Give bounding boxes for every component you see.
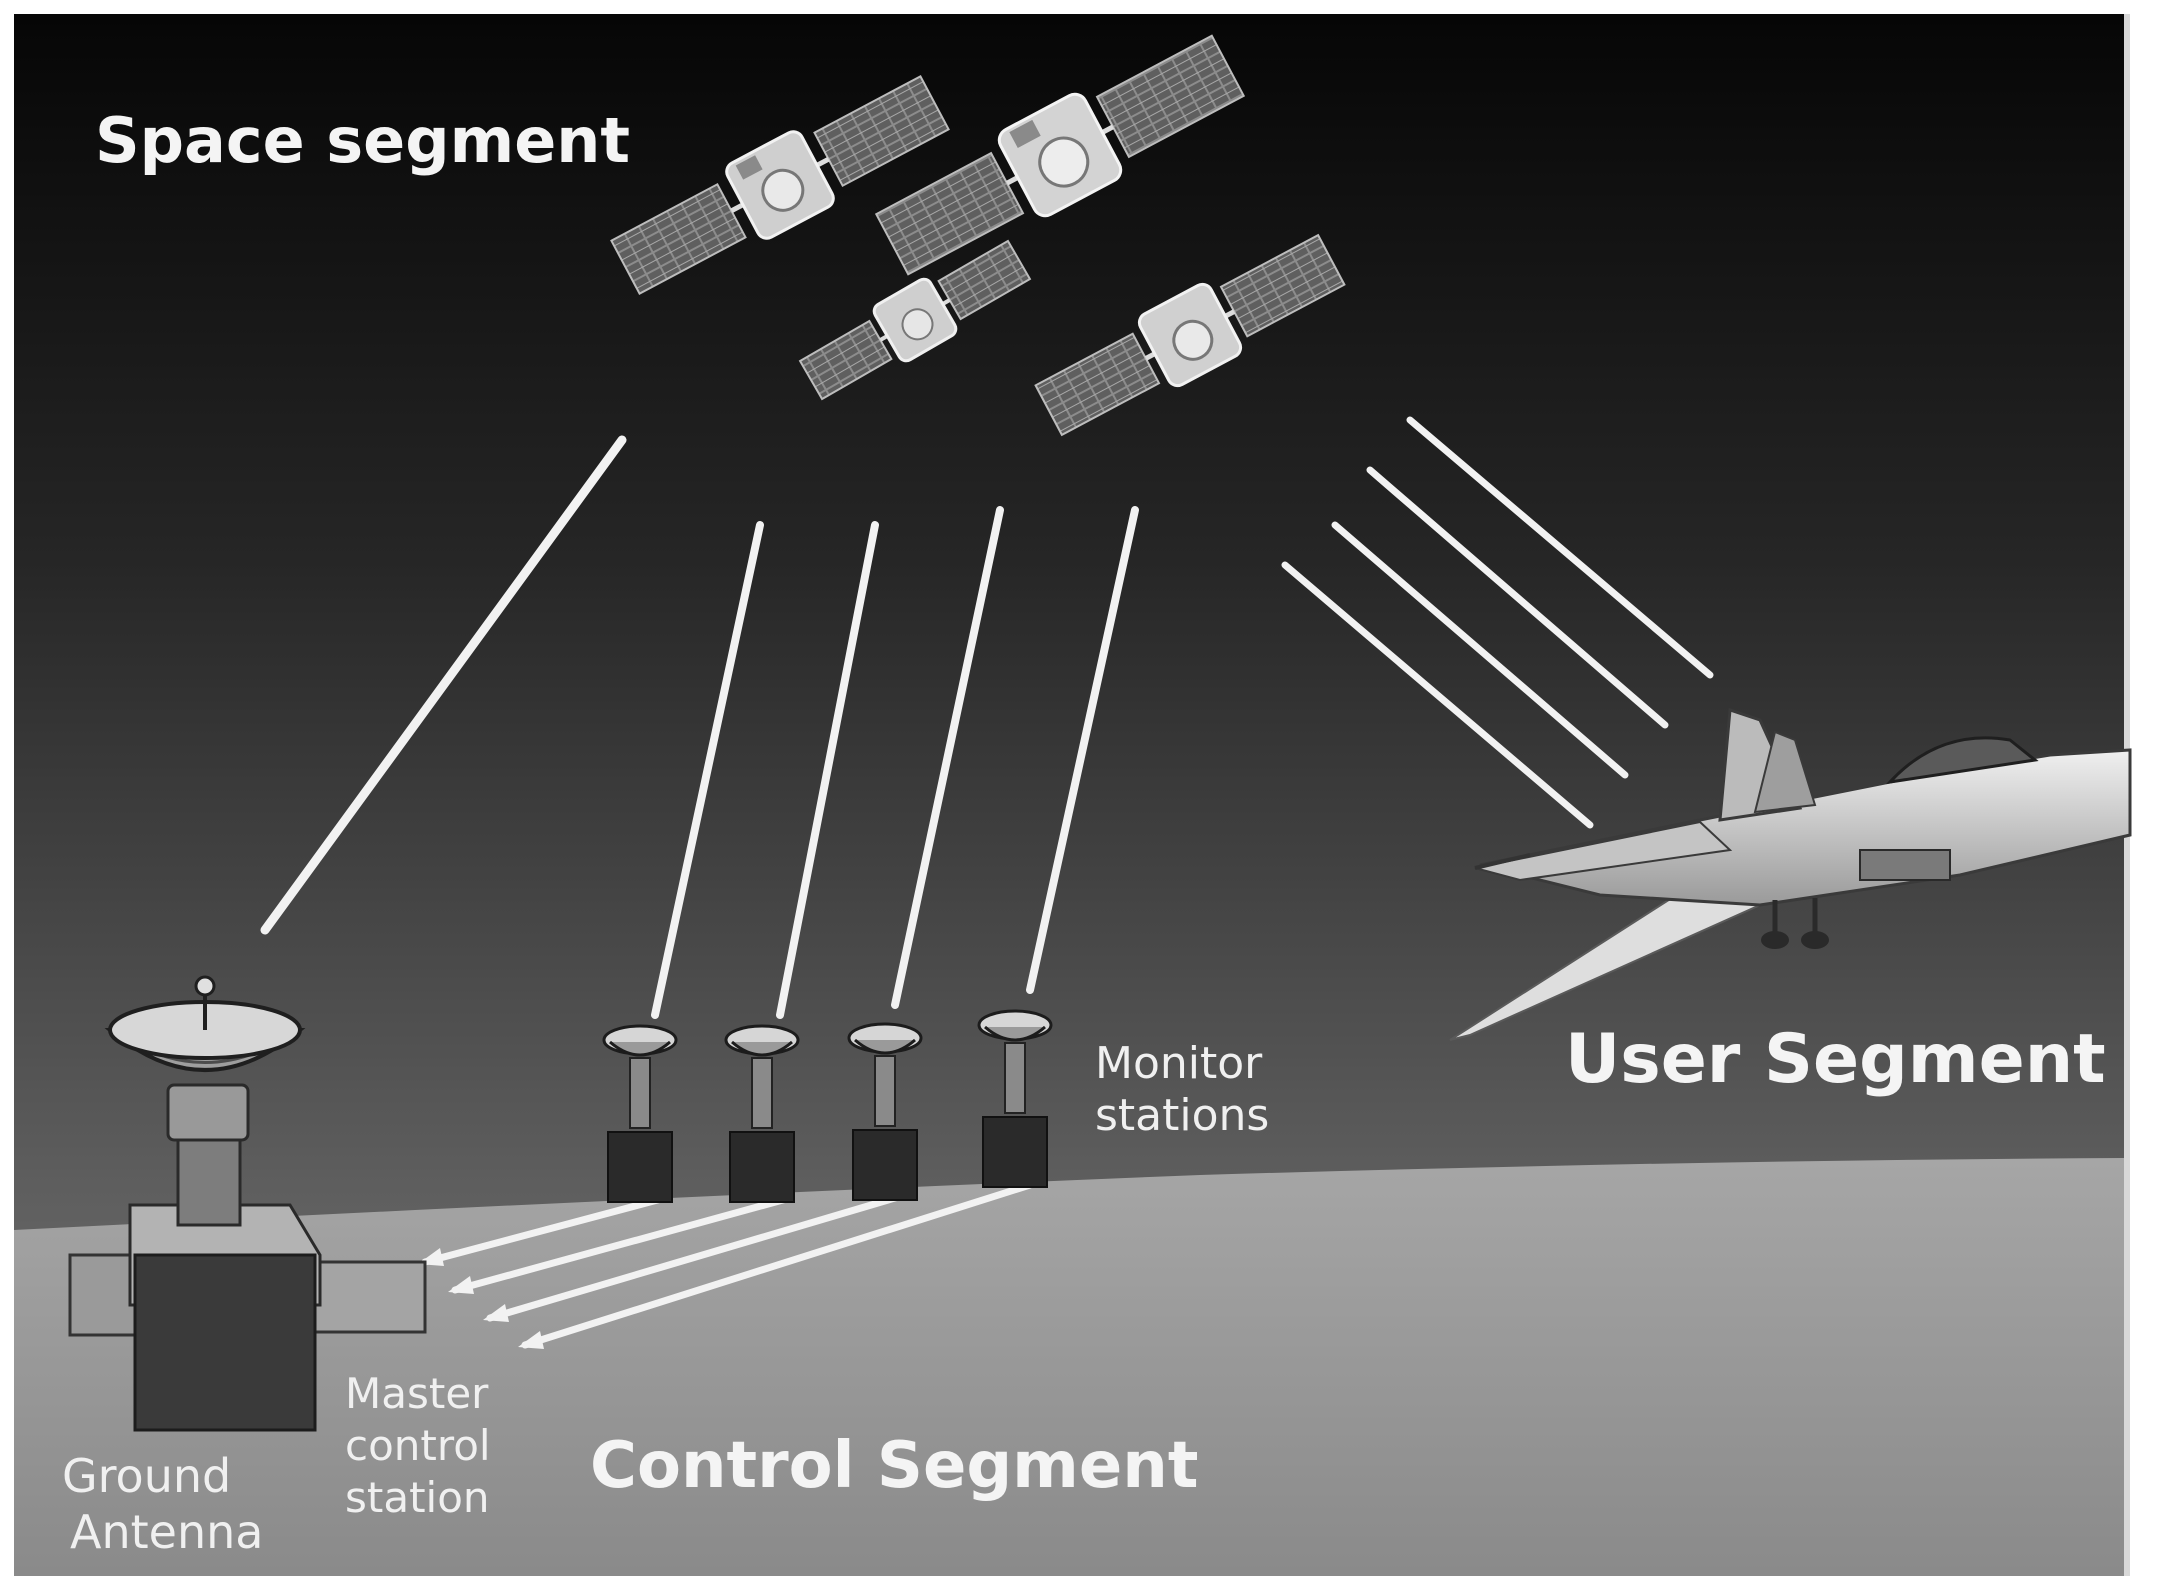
satellite-icon xyxy=(1034,233,1346,437)
downlink-beam xyxy=(891,506,1004,1009)
space-segment-label: Space segment xyxy=(95,104,630,177)
fighter-jet-icon xyxy=(1449,707,2132,1041)
ground-antenna-label: Ground Antenna xyxy=(62,1449,263,1559)
ground-link xyxy=(451,1194,794,1294)
ground-antenna-label-line: Ground xyxy=(62,1449,231,1503)
monitor-stations-label-line: stations xyxy=(1095,1090,1269,1141)
monitor-stations-label: Monitor stations xyxy=(1095,1038,1276,1141)
user-beam xyxy=(1366,466,1669,729)
satellite-icon xyxy=(610,75,950,295)
signal-beams xyxy=(260,416,1714,1349)
downlink-beam xyxy=(651,521,764,1019)
master-control-station-label: Master control station xyxy=(345,1369,504,1522)
control-segment-label: Control Segment xyxy=(590,1429,1198,1503)
ground-antenna-label-line: Antenna xyxy=(70,1505,263,1559)
monitor-stations-label-line: Monitor xyxy=(1095,1038,1263,1089)
master-control-station-label-line: control xyxy=(345,1421,491,1470)
satellite-icon xyxy=(874,34,1246,276)
ground-link xyxy=(486,1191,909,1322)
downlink-beam xyxy=(1026,506,1139,994)
monitor-station-icon xyxy=(977,1009,1053,1188)
ground-plane xyxy=(14,1158,2124,1576)
user-beam xyxy=(1281,561,1594,829)
user-segment-label: User Segment xyxy=(1565,1020,2106,1099)
master-control-building-icon xyxy=(68,1203,427,1432)
master-control-station-label-line: station xyxy=(345,1473,490,1522)
monitor-station-icon xyxy=(847,1022,923,1201)
ground-link xyxy=(521,1181,1034,1349)
monitor-station-icon xyxy=(724,1024,800,1203)
downlink-beam xyxy=(776,521,879,1019)
monitor-station-icon xyxy=(602,1024,678,1203)
ground-link xyxy=(421,1194,669,1266)
master-control-station-label-line: Master xyxy=(345,1369,489,1418)
user-beam xyxy=(1406,416,1714,679)
dish-antenna-icon xyxy=(104,975,306,1227)
satellite-icon xyxy=(798,239,1032,401)
uplink-beam xyxy=(260,435,627,935)
user-beam xyxy=(1331,521,1629,779)
